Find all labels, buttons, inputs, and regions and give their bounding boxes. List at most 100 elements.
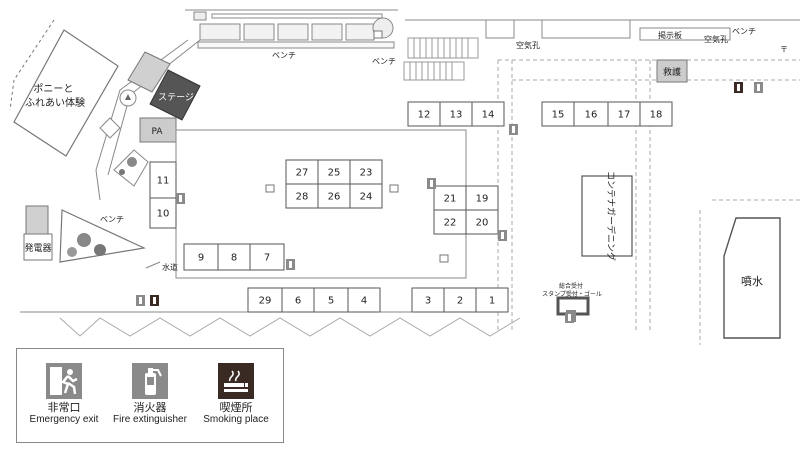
booth-18: 18 [639, 101, 673, 127]
booth-1: 1 [475, 287, 509, 313]
bench-marker [439, 254, 449, 263]
dashed-paths [497, 59, 800, 345]
booth-number: 27 [296, 168, 309, 179]
legend-item-smoking-place: 喫煙所 Smoking place [193, 363, 279, 426]
stage-label: ステージ [158, 92, 194, 103]
booth-box [149, 161, 177, 199]
fire-extinguisher-icon-glyph [757, 84, 760, 91]
booth-box [349, 159, 383, 185]
booth-number: 4 [361, 296, 367, 307]
booth-7: 7 [249, 243, 285, 271]
legend-emergency-exit-en: Emergency exit [29, 414, 99, 425]
bench-label-mid: ベンチ [372, 57, 396, 66]
legend-smoking-place-jp: 喫煙所 [219, 401, 253, 414]
booth-24: 24 [349, 183, 383, 209]
booth-box [443, 287, 477, 313]
booth-box [475, 287, 509, 313]
bench-label-left: ベンチ [100, 215, 124, 224]
reception-label: 総合受付 スタンプ受付・ゴール [542, 282, 602, 298]
booth-box [317, 159, 351, 185]
booth-13: 13 [439, 101, 473, 127]
mailbox-label: 〒 [780, 45, 788, 54]
booth-number: 17 [618, 110, 631, 121]
booth-box [433, 209, 467, 235]
booth-number: 24 [360, 192, 373, 203]
booth-number: 7 [264, 253, 270, 264]
fountain: 噴水 [723, 217, 781, 339]
booth-number: 1 [489, 296, 495, 307]
booth-box [247, 287, 283, 313]
stage-area: ステージ PA [95, 39, 201, 201]
booth-number: 10 [157, 209, 170, 220]
first-aid: 救護 [656, 59, 688, 83]
pa-label: PA [151, 127, 163, 137]
fire-extinguisher-icon-glyph [501, 232, 504, 239]
first-aid-label: 救護 [663, 66, 681, 78]
legend-item-emergency-exit: 非常口 Emergency exit [21, 363, 107, 426]
booth-22: 22 [433, 209, 467, 235]
booth-27: 27 [285, 159, 319, 185]
fountain-label: 噴水 [741, 275, 763, 288]
booth-21: 21 [433, 185, 467, 211]
booth-10: 10 [149, 197, 177, 229]
booth-19: 19 [465, 185, 499, 211]
stairs [403, 37, 479, 81]
air-hole-label-1: 空気孔 [516, 40, 540, 50]
container-garden: コンテナガーデニング [581, 171, 633, 261]
booth-box [313, 287, 349, 313]
fire-extinguisher-icon-glyph [430, 180, 433, 187]
booth-number: 8 [231, 253, 237, 264]
booth-box [465, 209, 499, 235]
smoking-place-icon-glyph [737, 84, 740, 91]
booth-box [639, 101, 673, 127]
bench-marker [373, 30, 383, 39]
booth-box [281, 287, 315, 313]
booth-box [471, 101, 505, 127]
booth-box [411, 287, 445, 313]
bottom-fence [59, 317, 521, 337]
booth-3: 3 [411, 287, 445, 313]
booth-number: 2 [457, 296, 463, 307]
booth-number: 21 [444, 194, 457, 205]
booth-number: 6 [295, 296, 301, 307]
booth-number: 11 [157, 176, 170, 187]
booth-number: 18 [650, 110, 663, 121]
booth-box [217, 243, 251, 271]
booth-box [573, 101, 609, 127]
booth-number: 16 [585, 110, 598, 121]
booth-28: 28 [285, 183, 319, 209]
booth-box [285, 183, 319, 209]
map-icons [136, 30, 763, 323]
bench-marker [265, 184, 275, 193]
legend-fire-extinguisher-jp: 消火器 [133, 401, 167, 414]
booth-29: 29 [247, 287, 283, 313]
booth-number: 23 [360, 168, 373, 179]
legend-emergency-exit-jp: 非常口 [47, 401, 81, 414]
legend-item-fire-extinguisher: 消火器 Fire extinguisher [107, 363, 193, 426]
booth-number: 3 [425, 296, 431, 307]
booth-box [317, 183, 351, 209]
booth-4: 4 [347, 287, 381, 313]
booth-20: 20 [465, 209, 499, 235]
smoking-place-icon-glyph [153, 297, 156, 304]
pony-area: ポニーと ふれあい体験 [9, 19, 119, 157]
booth-box [541, 101, 575, 127]
booth-15: 15 [541, 101, 575, 127]
booth-number: 5 [328, 296, 334, 307]
booth-number: 15 [552, 110, 565, 121]
booth-9: 9 [183, 243, 219, 271]
booth-number: 26 [328, 192, 341, 203]
booth-number: 20 [476, 218, 489, 229]
bench-label-right: ベンチ [732, 27, 756, 36]
booth-number: 14 [482, 110, 495, 121]
booth-17: 17 [607, 101, 641, 127]
left-bottom-area: 発電器 ベンチ 水道 [23, 205, 178, 272]
fire-extinguisher-icon [132, 363, 168, 399]
booth-number: 19 [476, 194, 489, 205]
booth-number: 25 [328, 168, 341, 179]
booth-25: 25 [317, 159, 351, 185]
booth-number: 9 [198, 253, 204, 264]
booth-12: 12 [407, 101, 441, 127]
booth-box [465, 185, 499, 211]
